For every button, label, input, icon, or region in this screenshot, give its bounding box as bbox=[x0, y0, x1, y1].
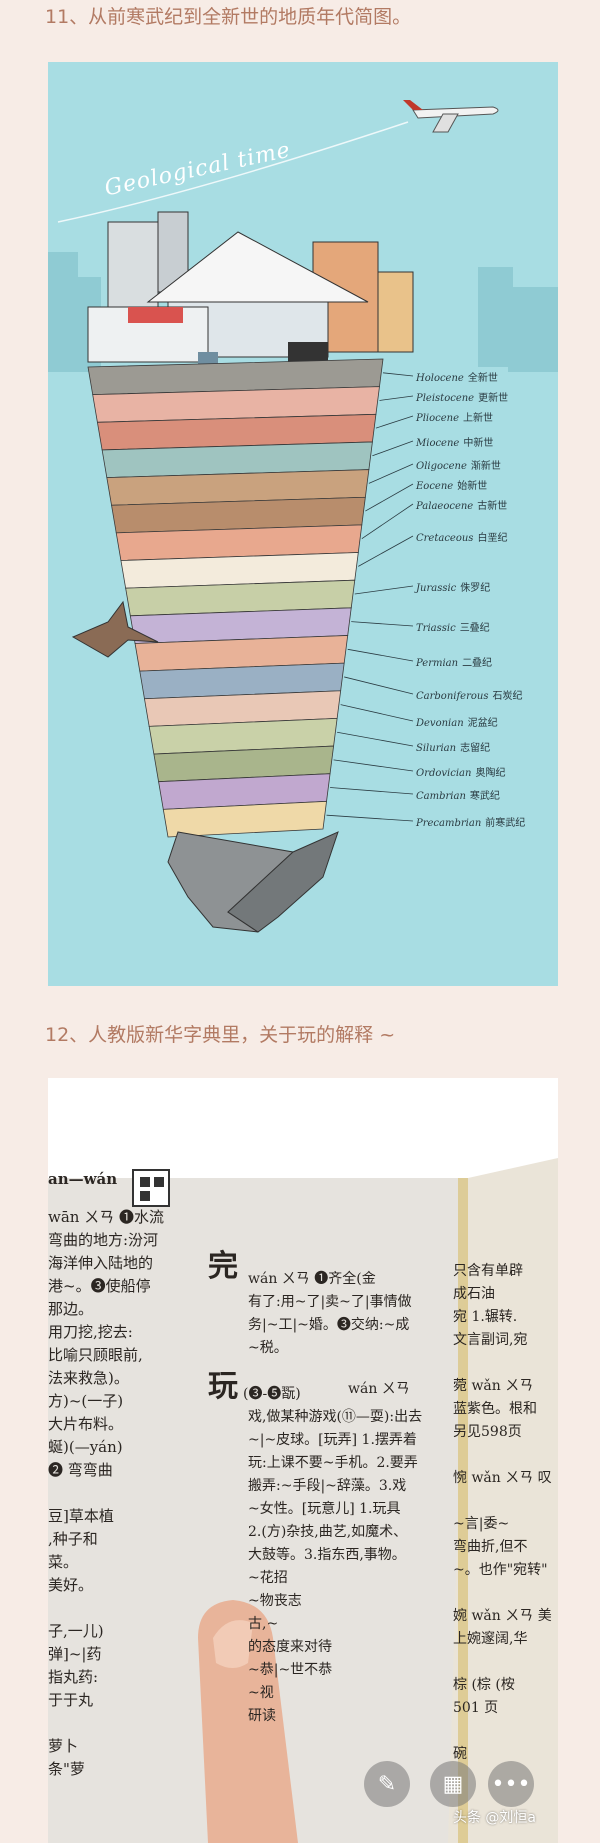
edit-button[interactable]: ✎ bbox=[364, 1761, 410, 1807]
strata-layers bbox=[87, 358, 384, 838]
right-column-text: 只含有单辟 成石油 宛 1.辗转. 文言副词,宛 菀 wǎn ㄨㄢ 蓝紫色。根和… bbox=[453, 1263, 552, 1762]
caption-item-11: 11、从前寒武纪到全新世的地质年代简图。 bbox=[45, 6, 412, 28]
connector-eocene bbox=[365, 483, 414, 512]
caption-item-12: 12、人教版新华字典里，关于玩的解释 ~ bbox=[45, 1024, 396, 1046]
layer-name-zh: 全新世 bbox=[467, 373, 498, 384]
layer-name-zh: 泥盆纪 bbox=[467, 718, 498, 729]
connector-cretaceous bbox=[358, 535, 414, 567]
layer-name-en: Palaeocene bbox=[416, 501, 474, 512]
left-column-text: wān ㄨㄢ ❶水流 弯曲的地方:汾河 海洋伸入陆地的 港~。❸使船停 那边。 … bbox=[48, 1208, 164, 1778]
layer-name-en: Cambrian bbox=[416, 791, 466, 802]
dictionary-photo: an—wán wān ㄨㄢ ❶水流 弯曲的地方:汾河 海洋伸入陆地的 港~。❸使… bbox=[48, 1078, 558, 1843]
layer-name-en: Silurian bbox=[416, 743, 457, 754]
layer-name-en: Miocene bbox=[416, 438, 460, 449]
pinyin-label: wán ㄨㄢ bbox=[348, 1381, 410, 1397]
layer-name-en: Ordovician bbox=[416, 768, 472, 779]
layer-name-zh: 二叠纪 bbox=[462, 658, 493, 669]
layer-name-en: Cretaceous bbox=[416, 533, 474, 544]
geology-drawing bbox=[48, 100, 558, 933]
layer-name-zh: 始新世 bbox=[457, 481, 488, 492]
bedrock bbox=[167, 831, 339, 933]
layer-name-zh: 中新世 bbox=[463, 438, 494, 449]
connector-miocene bbox=[372, 440, 414, 457]
layer-name-en: Triassic bbox=[416, 623, 456, 634]
layer-name-zh: 侏罗纪 bbox=[460, 583, 491, 594]
layer-name-zh: 志留纪 bbox=[460, 743, 491, 754]
layer-name-zh: 三叠纪 bbox=[459, 623, 490, 634]
watermark: 头条 @刘恒a bbox=[452, 1810, 536, 1826]
layer-name-zh: 上新世 bbox=[463, 413, 494, 424]
layer-name-zh: 石炭纪 bbox=[492, 691, 523, 702]
pterosaur-icon bbox=[71, 600, 159, 658]
layer-name-zh: 白垩纪 bbox=[477, 533, 508, 544]
connector-jurassic bbox=[354, 585, 414, 595]
layer-name-zh: 奥陶纪 bbox=[475, 768, 506, 779]
layer-name-zh: 古新世 bbox=[477, 501, 508, 512]
connector-devonian bbox=[340, 704, 414, 722]
connector-cambrian bbox=[330, 787, 414, 795]
connector-palaeocene bbox=[361, 503, 414, 540]
connector-pleistocene bbox=[379, 395, 414, 401]
connector-precambrian bbox=[326, 814, 414, 822]
layer-name-zh: 前寒武纪 bbox=[485, 818, 526, 829]
label-connectors bbox=[326, 372, 414, 822]
layer-name-zh: 更新世 bbox=[478, 393, 509, 404]
layer-name-en: Holocene bbox=[416, 373, 464, 384]
layer-name-en: Pliocene bbox=[416, 413, 460, 424]
layer-name-en: Carboniferous bbox=[416, 691, 489, 702]
airplane-icon bbox=[403, 100, 499, 133]
middle-column-text: wán ㄨㄢ ❶齐全(金 有了:用~了|卖~了|事情做 务|~工|~婚。❸交纳:… bbox=[248, 1271, 423, 1724]
stratum-precambrian bbox=[162, 800, 327, 838]
connector-holocene bbox=[382, 372, 414, 377]
layer-name-en: Jurassic bbox=[416, 583, 457, 594]
connector-triassic bbox=[351, 621, 414, 627]
connector-silurian bbox=[337, 731, 414, 747]
layer-name-en: Oligocene bbox=[416, 461, 467, 472]
connector-carboniferous bbox=[344, 676, 414, 695]
layer-name-en: Precambrian bbox=[416, 818, 482, 829]
layer-name-en: Devonian bbox=[416, 718, 464, 729]
layer-name-en: Pleistocene bbox=[416, 393, 475, 404]
edit-icon: ✎ bbox=[377, 1771, 397, 1797]
grid-icon: ▦ bbox=[442, 1771, 464, 1797]
more-icon: ••• bbox=[491, 1771, 531, 1797]
connector-pliocene bbox=[375, 415, 414, 429]
connector-ordovician bbox=[333, 759, 414, 772]
layer-name-zh: 渐新世 bbox=[470, 461, 501, 472]
layer-name-en: Permian bbox=[416, 658, 459, 669]
page-header: an—wán bbox=[48, 1170, 118, 1188]
connector-permian bbox=[347, 648, 414, 662]
town-buildings bbox=[87, 211, 414, 382]
more-button[interactable]: ••• bbox=[488, 1761, 534, 1807]
connector-oligocene bbox=[368, 463, 414, 484]
head-character-wan-complete: 完 bbox=[208, 1249, 238, 1284]
layer-name-en: Eocene bbox=[416, 481, 454, 492]
variant-note: (❸-❺翫) bbox=[243, 1386, 301, 1402]
grid-button[interactable]: ▦ bbox=[430, 1761, 476, 1807]
dictionary-background bbox=[48, 1078, 558, 1843]
layer-name-zh: 寒武纪 bbox=[469, 791, 500, 802]
head-character-wan-play: 玩 bbox=[208, 1369, 238, 1404]
